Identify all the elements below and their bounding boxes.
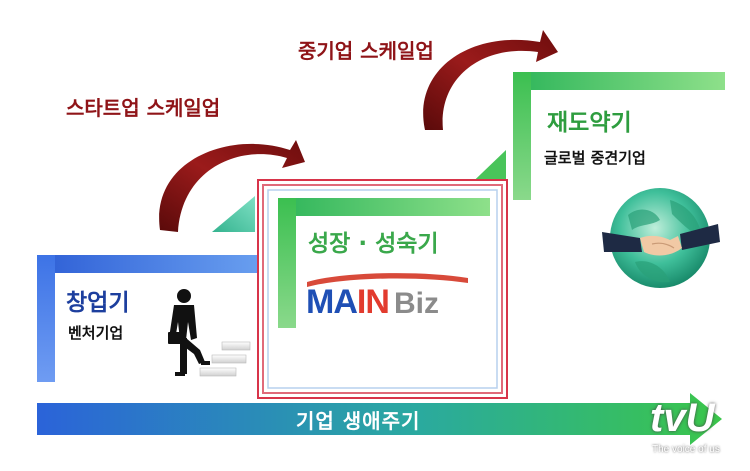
mainbiz-logo: MAIN Biz <box>306 283 439 322</box>
stage-startup-title: 창업기 <box>66 290 130 316</box>
stage-growth-box <box>257 179 508 399</box>
watermark-brand: tvU <box>650 396 715 440</box>
globe-handshake-icon <box>602 188 720 288</box>
scaleup-label-midsize: 중기업 스케일업 <box>298 39 434 63</box>
lifecycle-arrow <box>37 393 722 445</box>
logo-biz: Biz <box>393 287 439 320</box>
stage-startup-subtitle: 벤처기업 <box>68 324 124 342</box>
logo-swoosh <box>307 273 468 287</box>
stage-startup-frame <box>37 255 265 382</box>
stage-rebound-title: 재도약기 <box>547 110 632 136</box>
scaleup-arrow-midsize <box>423 30 558 130</box>
lifecycle-label: 기업 생애주기 <box>296 409 421 433</box>
person-climbing-stairs-icon <box>168 289 251 377</box>
stage-rebound-frame <box>513 72 725 200</box>
step-triangle-1 <box>212 196 255 232</box>
stage-rebound-subtitle: 글로벌 중견기업 <box>544 149 646 167</box>
stage-growth-title: 성장 · 성숙기 <box>308 231 439 257</box>
scaleup-arrow-startup <box>159 140 305 232</box>
scaleup-label-startup: 스타트업 스케일업 <box>66 96 221 120</box>
logo-in: IN <box>356 283 390 321</box>
watermark-tagline: The voice of us <box>652 444 720 455</box>
logo-ma: MA <box>306 283 358 321</box>
